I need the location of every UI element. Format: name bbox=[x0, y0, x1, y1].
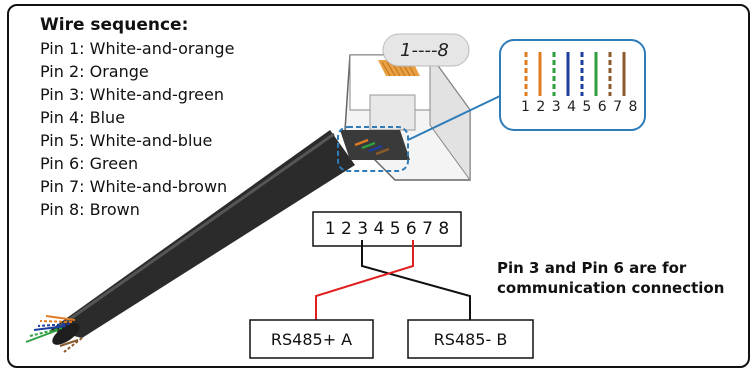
pinout-numbers: 1 2 3 4 5 6 7 8 bbox=[324, 219, 450, 239]
caption-line2: communication connection bbox=[497, 279, 725, 297]
legend-item-pin2: Pin 2: Orange bbox=[40, 62, 149, 81]
communication-caption: Pin 3 and Pin 6 are for communication co… bbox=[497, 258, 724, 298]
wire-pin3-to-b bbox=[361, 240, 471, 320]
callout-line bbox=[407, 95, 501, 141]
legend-item-pin6: Pin 6: Green bbox=[40, 154, 139, 173]
zoom-pin-numbers: 1 2 3 4 5 6 7 8 bbox=[521, 99, 639, 115]
wire-tails bbox=[25, 315, 83, 353]
rs485-b-box bbox=[407, 319, 534, 359]
callout-region bbox=[337, 126, 409, 172]
legend-item-pin7: Pin 7: White-and-brown bbox=[40, 177, 228, 196]
legend-item-pin8: Pin 8: Brown bbox=[40, 200, 140, 219]
pin-range-pill bbox=[382, 33, 470, 67]
wire-pin6-to-a bbox=[315, 240, 414, 320]
legend-item-pin3: Pin 3: White-and-green bbox=[40, 85, 225, 104]
rs485-b-label: RS485- B bbox=[433, 329, 508, 349]
caption-line1: Pin 3 and Pin 6 are for bbox=[497, 259, 687, 277]
pinout-box bbox=[312, 211, 462, 247]
cable-body bbox=[50, 130, 355, 338]
legend-item-pin4: Pin 4: Blue bbox=[40, 108, 126, 127]
zoom-wires bbox=[524, 52, 626, 96]
pin-range-label: 1----8 bbox=[400, 40, 449, 61]
legend-item-pin5: Pin 5: White-and-blue bbox=[40, 131, 213, 150]
legend-item-pin1: Pin 1: White-and-orange bbox=[40, 39, 235, 58]
rs485-a-label: RS485+ A bbox=[270, 329, 353, 349]
wire-sequence-legend: Wire sequence: Pin 1: White-and-orange P… bbox=[40, 14, 234, 221]
legend-title: Wire sequence: bbox=[40, 15, 189, 35]
cable-end bbox=[52, 323, 80, 345]
rs485-a-box bbox=[249, 319, 374, 359]
diagram-frame bbox=[7, 4, 750, 368]
rj45-connector bbox=[340, 53, 471, 182]
